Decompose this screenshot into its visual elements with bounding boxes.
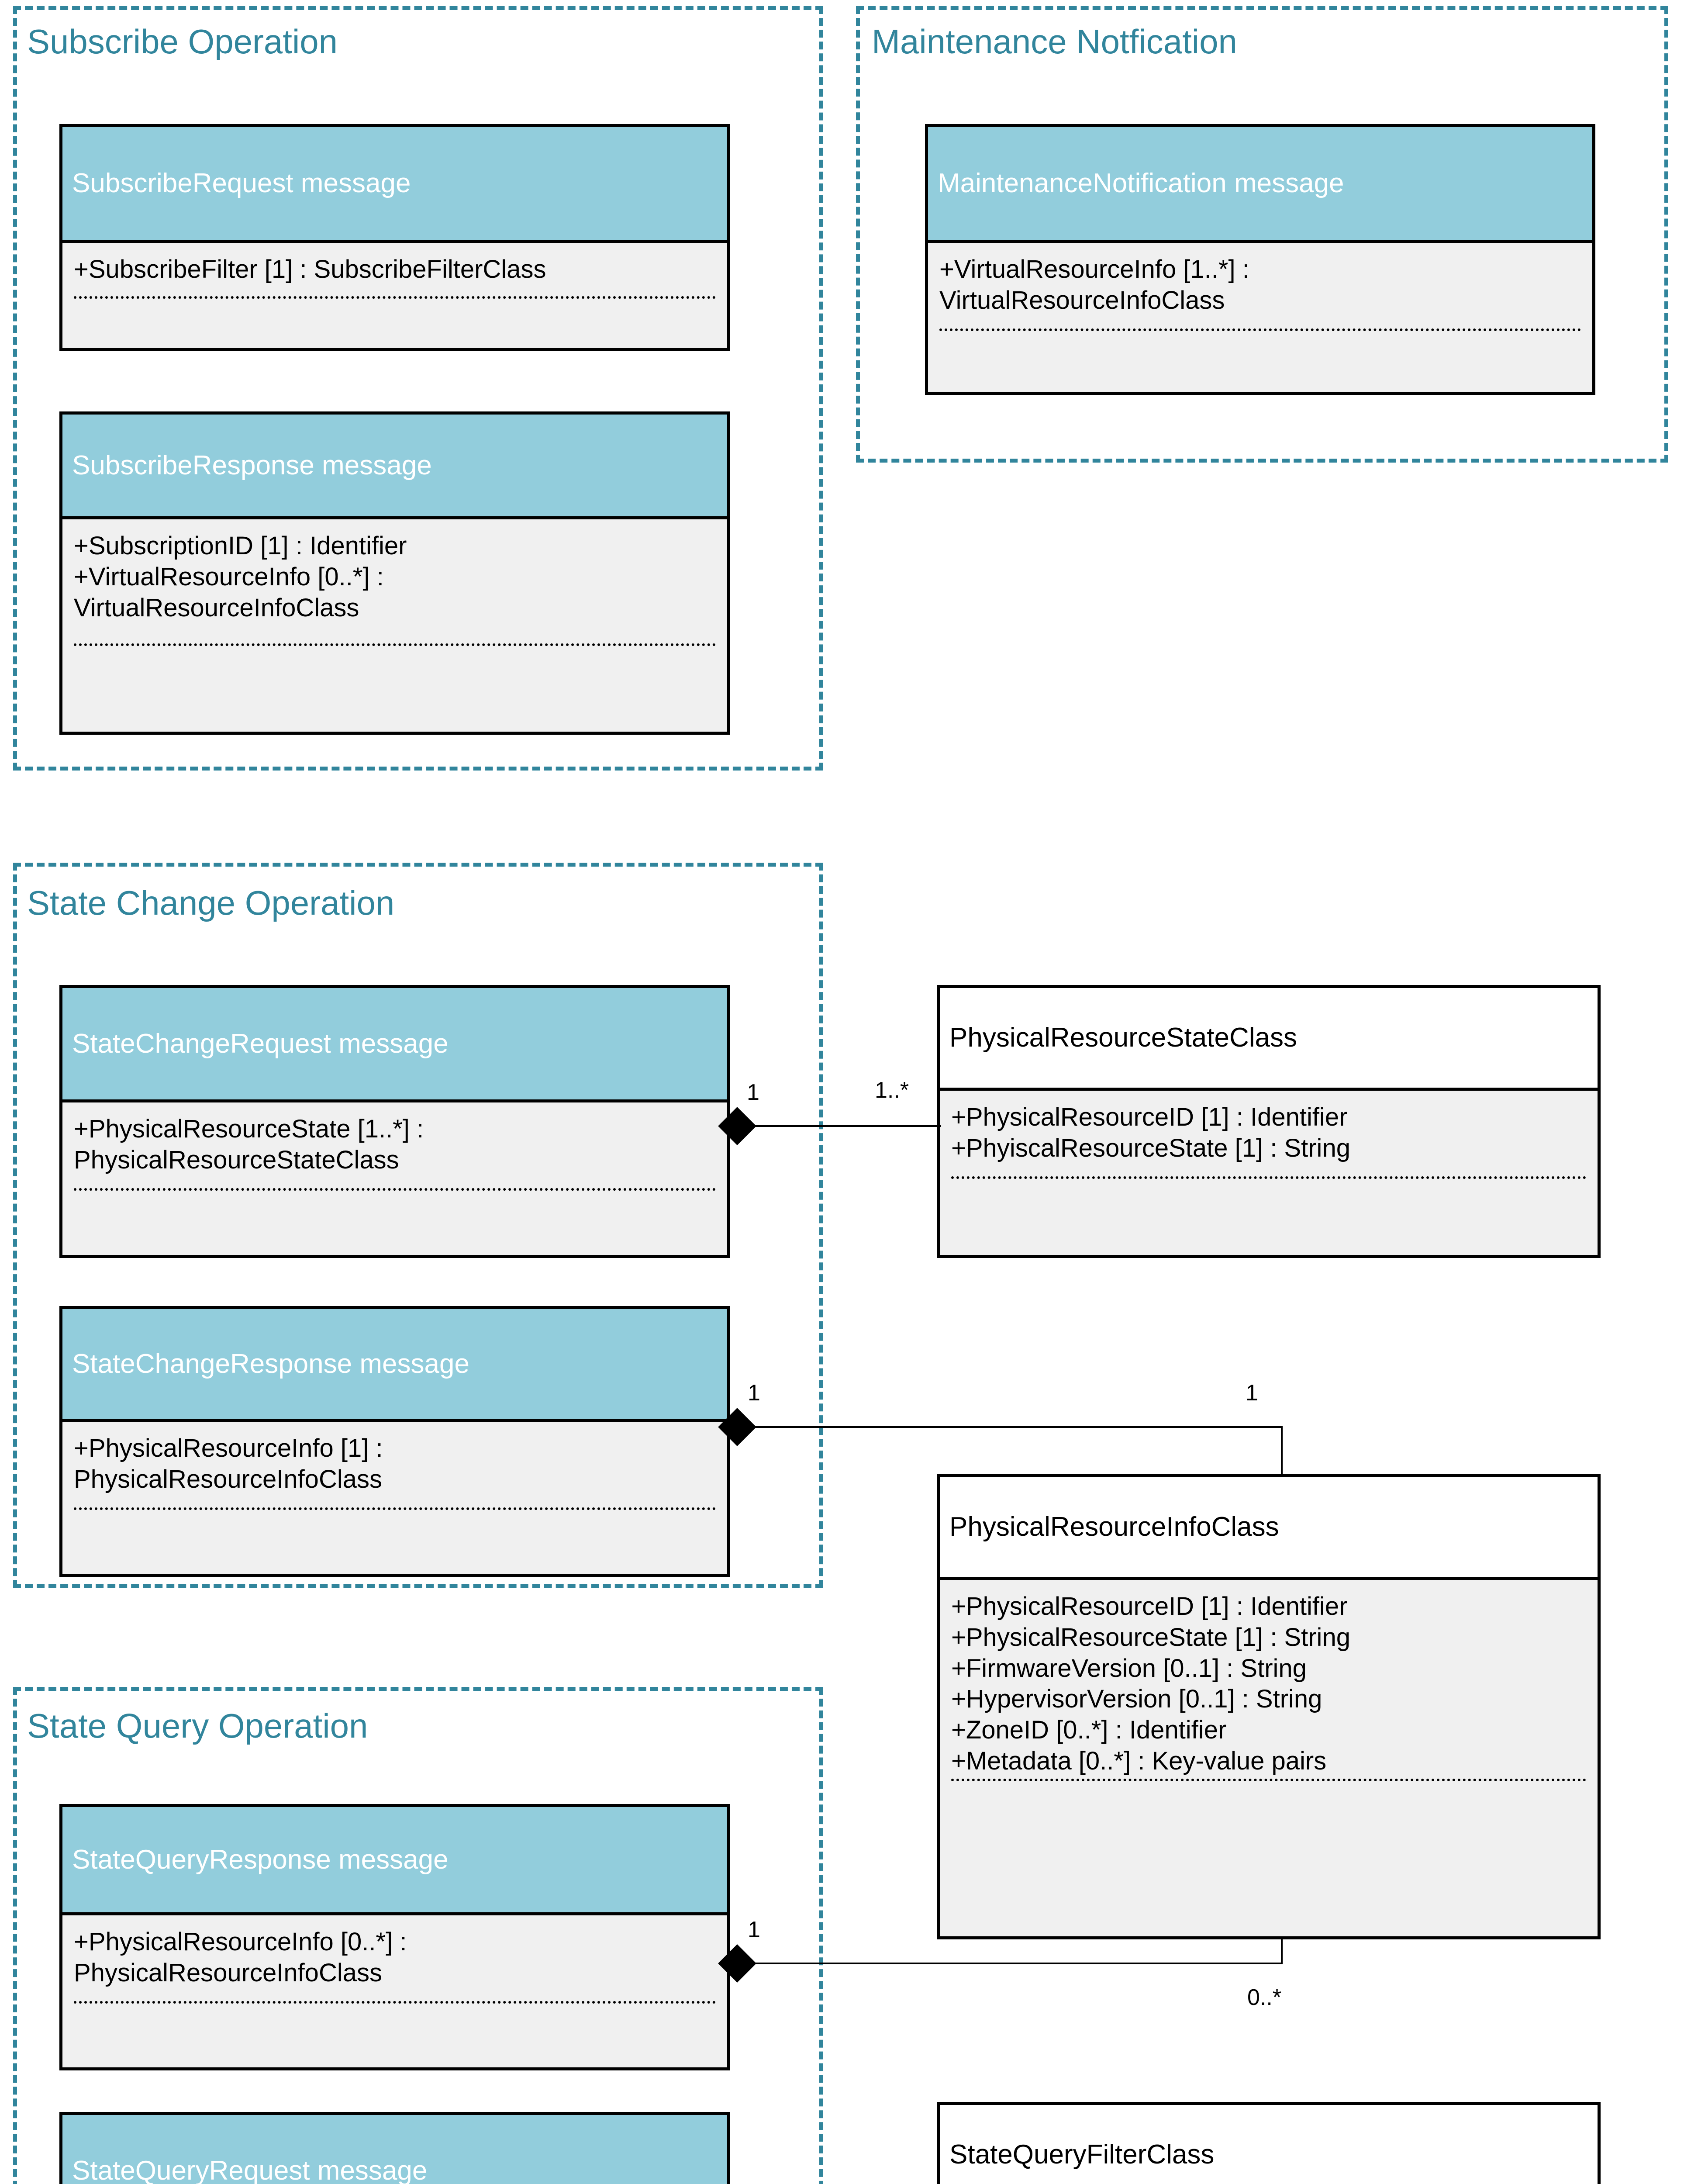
uml-body-physical-resource-state-class: +PhysicalResourceID [1] : Identifier +Ph… <box>940 1091 1598 1255</box>
group-title-state-query: State Query Operation <box>27 1707 368 1745</box>
attribute-row: +PhysicalResourceID [1] : Identifier <box>951 1592 1348 1621</box>
uml-title-state-change-request: StateChangeRequest message <box>72 1028 449 1059</box>
group-frame-state-change <box>13 863 823 1588</box>
attribute-row: +PhysicalResourceState [1] : String <box>951 1623 1350 1652</box>
attribute-row: +PhysicalResourceID [1] : Identifier <box>951 1103 1348 1131</box>
uml-header-physical-resource-state-class: PhysicalResourceStateClass <box>940 988 1598 1091</box>
uml-box-maintenance-notification[interactable]: MaintenanceNotification message +Virtual… <box>925 124 1595 395</box>
association-line-state-change-request <box>745 1125 941 1127</box>
uml-header-state-change-request: StateChangeRequest message <box>62 988 727 1102</box>
uml-title-subscribe-request: SubscribeRequest message <box>72 168 411 199</box>
association-line-state-query-response <box>745 1963 1283 1964</box>
group-frame-subscribe <box>13 6 823 771</box>
multiplicity-source-state-change-request: 1 <box>747 1080 759 1105</box>
multiplicity-target-state-change-response: 1 <box>1246 1380 1258 1406</box>
attribute-separator <box>939 328 1581 331</box>
attribute-row: +VirtualResourceInfo [1..*] : VirtualRes… <box>939 255 1249 314</box>
uml-title-physical-resource-state-class: PhysicalResourceStateClass <box>949 1023 1298 1053</box>
uml-header-state-query-response: StateQueryResponse message <box>62 1807 727 1915</box>
attribute-row: +FirmwareVersion [0..1] : String <box>951 1654 1307 1683</box>
uml-header-physical-resource-info-class: PhysicalResourceInfoClass <box>940 1477 1598 1580</box>
uml-title-state-query-response: StateQueryResponse message <box>72 1844 449 1875</box>
uml-body-subscribe-request: +SubscribeFilter [1] : SubscribeFilterCl… <box>62 243 727 348</box>
attribute-row: +PhysicalResourceInfo [1] : PhysicalReso… <box>74 1434 383 1493</box>
uml-title-subscribe-response: SubscribeResponse message <box>72 450 432 480</box>
uml-body-maintenance-notification: +VirtualResourceInfo [1..*] : VirtualRes… <box>928 243 1592 392</box>
multiplicity-target-state-query-response: 0..* <box>1247 1985 1282 2010</box>
association-line-state-change-response <box>745 1426 1283 1428</box>
uml-title-state-query-filter-class: StateQueryFilterClass <box>949 2139 1215 2170</box>
group-title-state-change: State Change Operation <box>27 884 395 922</box>
association-line-state-change-response-drop <box>1281 1426 1283 1475</box>
multiplicity-source-state-change-response: 1 <box>748 1380 760 1406</box>
uml-title-state-change-response: StateChangeResponse message <box>72 1348 469 1379</box>
uml-header-subscribe-response: SubscribeResponse message <box>62 415 727 519</box>
group-title-subscribe: Subscribe Operation <box>27 22 338 61</box>
association-line-state-query-response-rise <box>1281 1939 1283 1963</box>
attribute-separator <box>74 296 716 299</box>
attribute-row: +Metadata [0..*] : Key-value pairs <box>951 1746 1327 1775</box>
uml-box-state-query-response[interactable]: StateQueryResponse message +PhysicalReso… <box>59 1804 730 2070</box>
uml-body-state-change-response: +PhysicalResourceInfo [1] : PhysicalReso… <box>62 1422 727 1574</box>
multiplicity-target-state-change-request: 1..* <box>875 1078 909 1103</box>
uml-body-state-change-request: +PhysicalResourceState [1..*] : Physical… <box>62 1102 727 1255</box>
attribute-row: +PhysicalResourceInfo [0..*] : PhysicalR… <box>74 1928 407 1987</box>
uml-box-state-query-filter-class[interactable]: StateQueryFilterClass +PhysicalResourceI… <box>937 2102 1601 2184</box>
uml-header-state-query-request: StateQueryRequest message <box>62 2115 727 2184</box>
uml-box-physical-resource-info-class[interactable]: PhysicalResourceInfoClass +PhysicalResou… <box>937 1474 1601 1939</box>
uml-box-physical-resource-state-class[interactable]: PhysicalResourceStateClass +PhysicalReso… <box>937 985 1601 1258</box>
uml-body-state-query-response: +PhysicalResourceInfo [0..*] : PhysicalR… <box>62 1915 727 2067</box>
uml-body-physical-resource-info-class: +PhysicalResourceID [1] : Identifier +Ph… <box>940 1580 1598 1936</box>
uml-header-state-query-filter-class: StateQueryFilterClass <box>940 2105 1598 2184</box>
uml-header-maintenance-notification: MaintenanceNotification message <box>928 127 1592 243</box>
attribute-row: +SubscriptionID [1] : Identifier <box>74 532 407 560</box>
uml-box-subscribe-response[interactable]: SubscribeResponse message +SubscriptionI… <box>59 411 730 735</box>
uml-box-state-change-request[interactable]: StateChangeRequest message +PhysicalReso… <box>59 985 730 1258</box>
attribute-separator <box>74 643 716 646</box>
attribute-row: +VirtualResourceInfo [0..*] : VirtualRes… <box>74 562 384 622</box>
attribute-row: +HypervisorVersion [0..1] : String <box>951 1685 1322 1714</box>
attribute-separator <box>74 1507 716 1510</box>
attribute-separator <box>74 1188 716 1191</box>
uml-title-state-query-request: StateQueryRequest message <box>72 2155 428 2184</box>
attribute-row: +ZoneID [0..*] : Identifier <box>951 1716 1227 1744</box>
uml-title-maintenance-notification: MaintenanceNotification message <box>938 168 1344 199</box>
uml-title-physical-resource-info-class: PhysicalResourceInfoClass <box>949 1512 1279 1542</box>
attribute-row: +PhysicalResourceState [1..*] : Physical… <box>74 1115 424 1174</box>
uml-header-subscribe-request: SubscribeRequest message <box>62 127 727 243</box>
attribute-separator <box>951 1779 1586 1781</box>
group-title-maintenance: Maintenance Notfication <box>872 22 1237 61</box>
group-frame-state-query <box>13 1687 823 2184</box>
uml-header-state-change-response: StateChangeResponse message <box>62 1309 727 1422</box>
attribute-separator <box>951 1176 1586 1179</box>
uml-box-subscribe-request[interactable]: SubscribeRequest message +SubscribeFilte… <box>59 124 730 351</box>
multiplicity-source-state-query-response: 1 <box>748 1917 760 1942</box>
uml-body-subscribe-response: +SubscriptionID [1] : Identifier +Virtua… <box>62 519 727 732</box>
attribute-row: +SubscribeFilter [1] : SubscribeFilterCl… <box>74 255 546 283</box>
attribute-separator <box>74 2001 716 2004</box>
group-frame-maintenance <box>856 6 1668 463</box>
uml-box-state-change-response[interactable]: StateChangeResponse message +PhysicalRes… <box>59 1306 730 1577</box>
uml-box-state-query-request[interactable]: StateQueryRequest message StateQueryFilt… <box>59 2112 730 2184</box>
attribute-row: +PhyiscalResourceState [1] : String <box>951 1133 1350 1162</box>
